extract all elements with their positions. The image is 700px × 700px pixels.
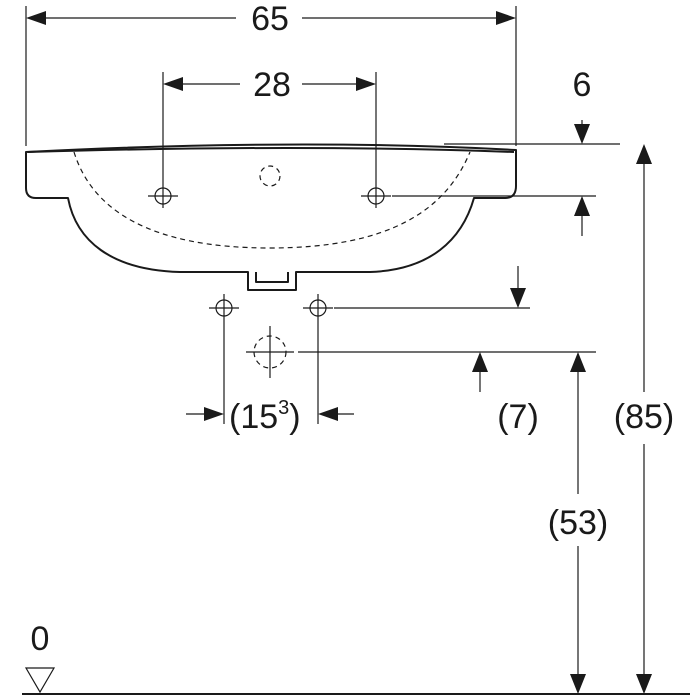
floor-level-label: 0 [31, 620, 50, 658]
arrow-head [318, 407, 338, 421]
basin-outline [25, 143, 517, 291]
arrow-head [163, 77, 183, 91]
rim-top-line [27, 147, 515, 153]
arrow-head [574, 124, 590, 144]
outlet-offset-label: (7) [497, 398, 539, 436]
fixing-hole-left [209, 294, 239, 322]
arrow-head [510, 288, 526, 308]
rim-height-label: (85) [614, 398, 674, 436]
tap-spacing-label: 28 [253, 66, 291, 104]
arrow-head [472, 352, 488, 372]
width-total-label: 65 [251, 0, 289, 38]
dim-rim-thickness: 6 [392, 66, 620, 236]
floor-level: 0 [22, 620, 690, 695]
arrow-head [204, 407, 224, 421]
arrow-head [636, 144, 652, 164]
arrow-head [496, 11, 516, 25]
level-triangle-icon [24, 667, 56, 694]
dim-outlet-offset: (7) [298, 266, 596, 436]
arrow-head [26, 11, 46, 25]
outlet-neck [255, 272, 289, 283]
tap-hole-right [361, 184, 391, 208]
arrow-head [570, 674, 586, 694]
outlet-height-label: (53) [548, 504, 608, 542]
waste-outlet [246, 326, 294, 378]
overflow-hole [259, 165, 281, 187]
rim-thickness-label: 6 [573, 66, 592, 104]
arrow-head [574, 196, 590, 216]
dim-tap-spacing: 28 [162, 66, 377, 184]
arrow-head [636, 674, 652, 694]
fixing-hole-right [303, 294, 333, 322]
inner-bowl [73, 151, 471, 249]
waste-spacing-label: (153) [229, 397, 301, 436]
basin [25, 143, 517, 291]
dim-outlet-height: (53) [548, 352, 608, 694]
dim-waste-spacing: (153) [186, 322, 354, 436]
tap-hole-left [148, 184, 178, 208]
dim-rim-height: (85) [614, 144, 674, 694]
arrow-head [356, 77, 376, 91]
arrow-head [570, 352, 586, 372]
dim-width-total: 65 [25, 0, 517, 146]
